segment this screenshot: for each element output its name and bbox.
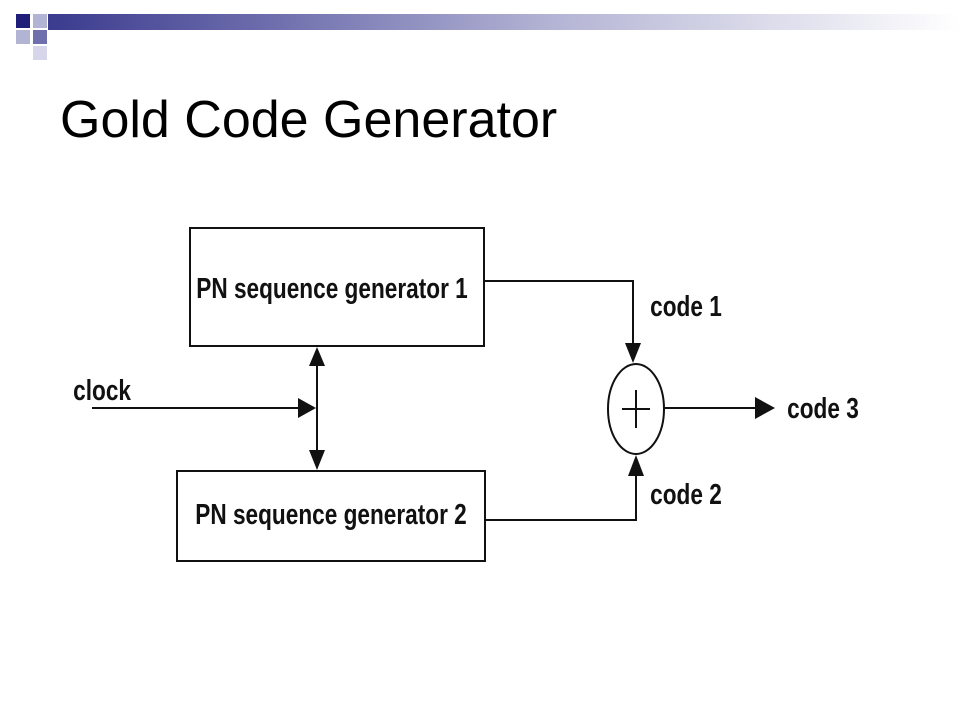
code-2-connector: [485, 475, 637, 521]
decorative-square-dark-1: [16, 14, 30, 28]
clock-to-generator-1-arrowhead: [309, 347, 325, 366]
code-1-connector: [484, 280, 634, 345]
pn-generator-2-box: [176, 470, 486, 562]
decorative-square-mid-1: [33, 30, 47, 44]
decorative-square-pale-1: [33, 46, 47, 60]
pn-generator-2-label: PN sequence generator 2: [195, 497, 466, 530]
code-2-label: code 2: [650, 477, 722, 510]
slide-title: Gold Code Generator: [60, 91, 558, 149]
decorative-header-gradient-bar: [48, 14, 960, 30]
clock-to-generator-2-arrowhead: [309, 450, 325, 470]
xor-combiner-icon: [607, 363, 665, 455]
decorative-square-light-2: [16, 30, 30, 44]
code-3-arrowhead: [755, 397, 775, 419]
pn-generator-1-label: PN sequence generator 1: [196, 271, 467, 304]
code-3-label: code 3: [787, 391, 859, 424]
clock-input-arrowhead: [298, 398, 316, 418]
decorative-square-light-1: [33, 14, 47, 28]
code-1-arrowhead: [625, 343, 641, 363]
pn-generator-1-box: [189, 227, 485, 347]
clock-label: clock: [73, 373, 131, 406]
code-1-label: code 1: [650, 289, 722, 322]
code-2-arrowhead: [628, 455, 644, 476]
